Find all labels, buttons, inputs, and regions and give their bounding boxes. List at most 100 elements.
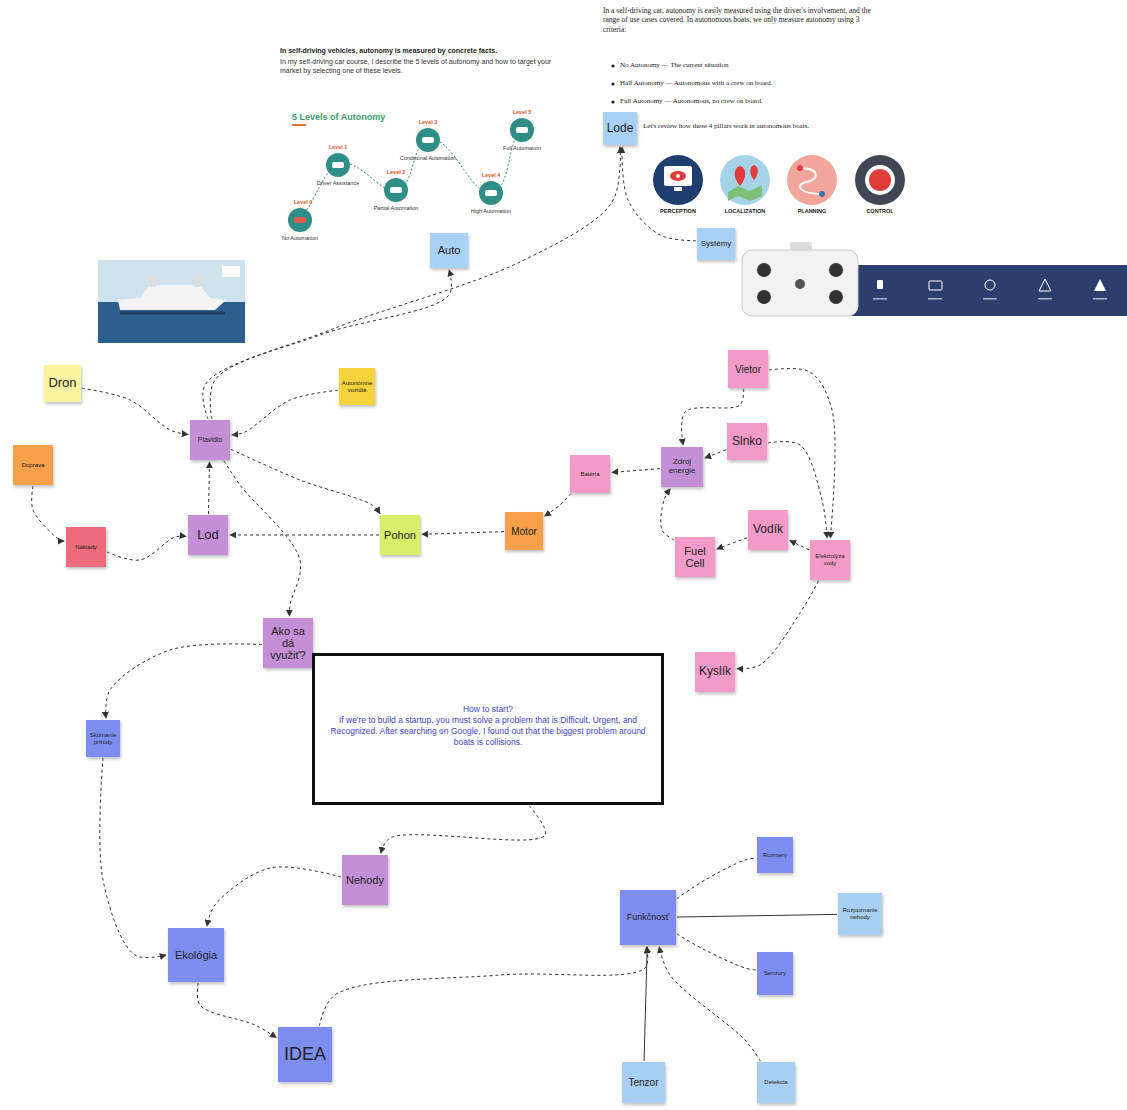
car-glyph [516,127,528,133]
level-icon [288,208,312,232]
sticky-note: Ako sa dá využiť? [263,618,313,668]
level-icon [510,118,534,142]
node-title: Ako sa dá využiť? [265,625,311,661]
connector [210,270,451,419]
sticky-note: Senzory [757,952,793,995]
nav-icon [929,281,942,290]
node-title: Zdroj energie [663,458,701,476]
connector [82,388,188,434]
node-title: IDEA [280,1045,330,1065]
node-title: Detekcia [759,1079,793,1086]
perception-icon [653,155,703,205]
sticky-note: Elektrolýza vody [810,540,850,580]
sticky-note: Tenzor [622,1062,665,1103]
connector [32,486,64,541]
connector [644,947,647,1061]
connector [717,538,747,549]
sticky-note: Lode [603,112,637,145]
sticky-note: Nehody [342,855,388,905]
sticky-note: Zdroj energie [661,447,703,487]
connector [737,581,818,669]
sticky-note: Slnko [727,423,767,460]
connector [208,462,209,514]
node-title: Fuel Cell [677,545,713,569]
node-title: Doprava [15,462,51,469]
localization-icon [720,155,770,205]
node-title: Lod [190,528,226,542]
car-glyph [390,187,402,193]
node-title: Motor [507,526,541,537]
node-title: Kyslík [697,665,733,678]
bullet-text: Full Autonomy — Autonomous, no crew on b… [620,97,870,106]
node-title: Plavidlo [192,436,228,444]
level-icon [416,128,440,152]
connector [197,983,276,1038]
connector [207,867,341,926]
levels-graphic [288,118,534,232]
level-label: Level 3 [398,119,458,126]
car-glyph [332,162,344,168]
level-name: Conditional Automation [388,155,468,162]
connector [230,535,379,536]
pillar-label: LOCALIZATION [715,208,775,215]
eye-glyph [670,171,686,181]
nav-caption-mark [1038,298,1052,300]
nav-icons [873,279,1107,300]
node-title: Senzory [759,970,791,977]
node-title: Tenzor [624,1077,663,1088]
photo-tag [222,266,240,277]
node-title: Autonómne vozidlá [341,380,373,393]
bullet-text: Half Autonomy — Autonomous with a crew o… [620,79,870,88]
bullet-dot [611,82,614,85]
connector [790,541,809,550]
connector [545,494,571,516]
target-glyph [869,169,891,191]
bullet-dot [611,64,614,67]
sticky-note: Náklady [66,527,106,567]
level-icon [384,178,408,202]
node-title: Ekológia [170,949,222,961]
connector [100,758,166,958]
eye-glyph [676,174,680,178]
sensor-bar [742,242,1127,316]
nav-caption-mark [873,298,887,300]
sensor-housing [742,250,858,316]
connector [622,147,696,241]
level-label: Level 0 [273,199,333,206]
connector [422,532,504,535]
pillar-label: PLANNING [782,208,842,215]
connector [659,947,760,1061]
car-glyph [294,217,306,223]
node-title: Rozmery [759,852,791,859]
level-name: No Automation [270,235,330,242]
sticky-note: Skúmanie prírody [86,720,120,757]
connector [661,489,675,540]
sticky-note: Ekológia [168,928,224,982]
article-heading: In self-driving vehicles, autonomy is me… [280,47,580,56]
monitor-glyph [664,166,692,186]
planning-icon [787,155,837,205]
article-text: Let's review how these 4 pillars work in… [643,122,878,131]
sticky-note: Batéria [570,455,610,493]
bullet-dot [611,100,614,103]
boat-mast [150,275,156,287]
level-name: Full Automation [492,145,552,152]
boat-photo [98,260,245,343]
pin-glyph [735,166,746,186]
pillar-icons [653,155,905,205]
connector [319,947,647,1026]
node-title: Nehody [344,874,386,886]
sensor-lens [829,263,843,277]
car-glyph [422,137,434,143]
bullet-text: No Autonomy — The current situation [620,61,870,70]
sticky-note: Doprava [13,445,53,485]
node-title: Elektrolýza vody [812,553,848,566]
node-title: Batéria [572,471,608,478]
sticky-note: Funkčnosť [620,890,676,945]
pin-glyph [797,165,803,171]
nav-icon [1039,279,1051,291]
node-title: Vodík [750,523,786,536]
pin-glyph [750,165,758,180]
graphic-title: 5 Levels of Autonomy [292,112,422,123]
